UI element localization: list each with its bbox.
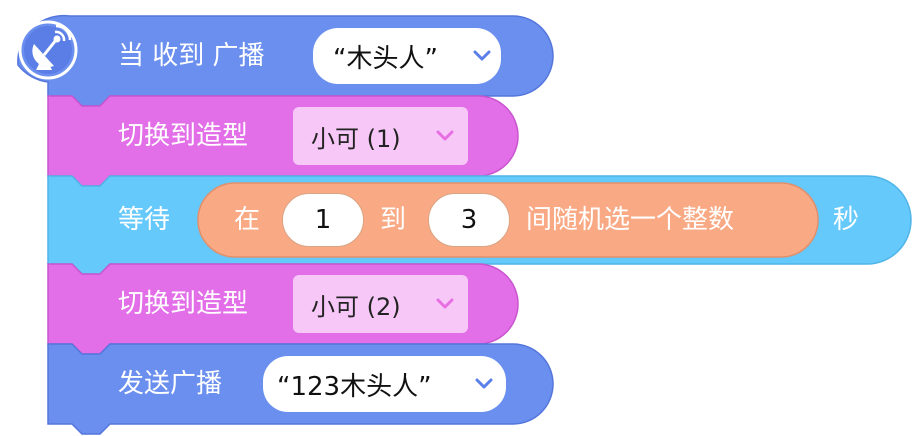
random-middle-label: 到 xyxy=(380,205,407,235)
costume-2-dropdown[interactable]: 小可 (2) xyxy=(293,275,468,333)
broadcast-dropdown-value: “木头人” xyxy=(333,43,438,74)
send-broadcast-dropdown-value: “123木头人” xyxy=(277,371,432,402)
satellite-dish-icon xyxy=(18,20,78,80)
costume-1-dropdown-value: 小可 (1) xyxy=(311,124,401,153)
costume-1-dropdown[interactable]: 小可 (1) xyxy=(293,107,468,165)
random-suffix-label: 间随机选一个整数 xyxy=(526,205,735,235)
chevron-down-icon xyxy=(475,378,493,389)
costume-1-label: 切换到造型 xyxy=(118,121,249,151)
chevron-down-icon xyxy=(473,50,491,61)
costume-2-dropdown-value: 小可 (2) xyxy=(311,292,401,321)
broadcast-dropdown[interactable]: “木头人” xyxy=(313,28,501,84)
random-to-input[interactable]: 3 xyxy=(428,193,510,247)
costume-2-label: 切换到造型 xyxy=(118,289,249,319)
random-prefix-label: 在 xyxy=(234,205,261,235)
send-broadcast-dropdown[interactable]: “123木头人” xyxy=(263,356,506,412)
chevron-down-icon xyxy=(436,130,454,141)
hat-block-label: 当 收到 广播 xyxy=(118,41,265,71)
random-from-input[interactable]: 1 xyxy=(282,193,364,247)
wait-unit-label: 秒 xyxy=(833,205,860,235)
send-broadcast-label: 发送广播 xyxy=(118,369,223,399)
wait-label: 等待 xyxy=(118,205,171,235)
chevron-down-icon xyxy=(436,298,454,309)
